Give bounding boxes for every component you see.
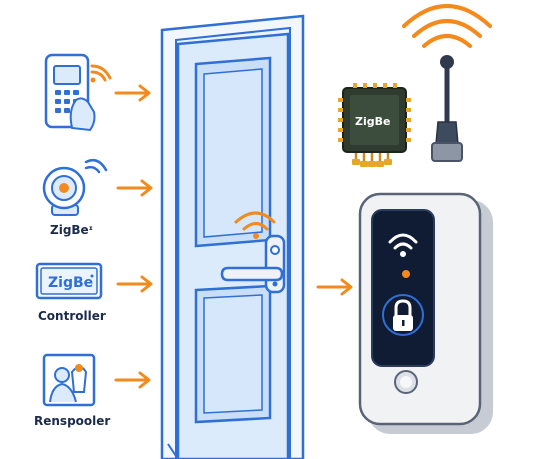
arrow-right-icon	[114, 371, 151, 389]
zigbee-sensor-label: ZigBeᶦ	[50, 223, 93, 237]
arrow-right-icon	[316, 278, 353, 296]
person-badge-icon	[42, 353, 96, 407]
antenna-icon	[431, 55, 463, 162]
controller-label: Controller	[38, 309, 106, 323]
wifi-icon	[402, 4, 492, 48]
arrow-right-icon	[114, 84, 151, 102]
card-reader-icon	[44, 53, 96, 132]
camera-sensor-icon	[42, 166, 86, 216]
arrow-right-icon	[116, 179, 153, 197]
padlock-icon	[393, 299, 413, 331]
door-icon	[160, 14, 305, 459]
wifi-icon	[234, 211, 276, 239]
zigbee-chip-label: ZigBe	[355, 115, 390, 128]
zigbee-box-label: ZigBe	[48, 275, 93, 291]
wifi-icon	[84, 159, 108, 174]
zigbee-box-icon: ZigBe	[35, 262, 103, 300]
door-handle-icon	[220, 234, 286, 294]
zigbee-chip-icon: ZigBe	[338, 83, 411, 167]
arrow-right-icon	[116, 275, 153, 293]
renspooler-label: Renspooler	[34, 414, 111, 428]
smart-lock-icon	[358, 192, 493, 434]
wifi-icon	[90, 64, 112, 83]
